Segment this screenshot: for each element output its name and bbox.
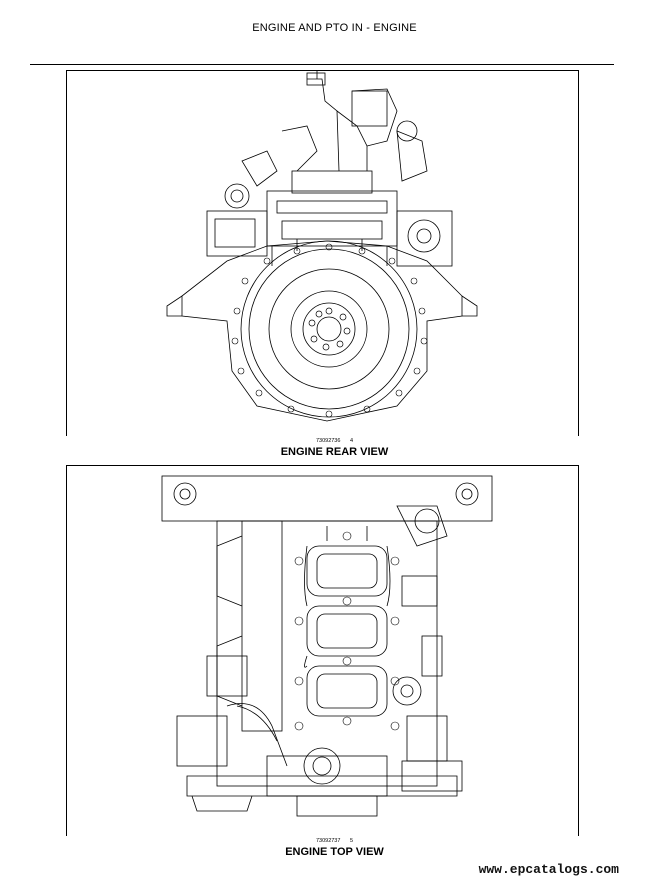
figure-engine-top-view bbox=[66, 465, 579, 836]
figure-1-caption: ENGINE REAR VIEW bbox=[280, 446, 389, 458]
engine-top-drawing bbox=[161, 475, 493, 817]
header-divider bbox=[30, 64, 614, 65]
page-header-title: ENGINE AND PTO IN - ENGINE bbox=[252, 22, 417, 34]
watermark-link[interactable]: www.epcatalogs.com bbox=[478, 862, 619, 877]
figure-2-reference: 73092737 5 bbox=[0, 838, 669, 844]
figure-engine-rear-view bbox=[66, 70, 579, 436]
engine-rear-drawing bbox=[166, 71, 478, 422]
figure-2-caption: ENGINE TOP VIEW bbox=[285, 846, 384, 858]
figure-2-number: 5 bbox=[349, 838, 354, 844]
figure-1-number: 4 bbox=[349, 438, 354, 444]
figure-1-id: 73092736 bbox=[315, 438, 341, 444]
figure-1-reference: 73092736 4 bbox=[0, 438, 669, 444]
figure-2-id: 73092737 bbox=[315, 838, 341, 844]
